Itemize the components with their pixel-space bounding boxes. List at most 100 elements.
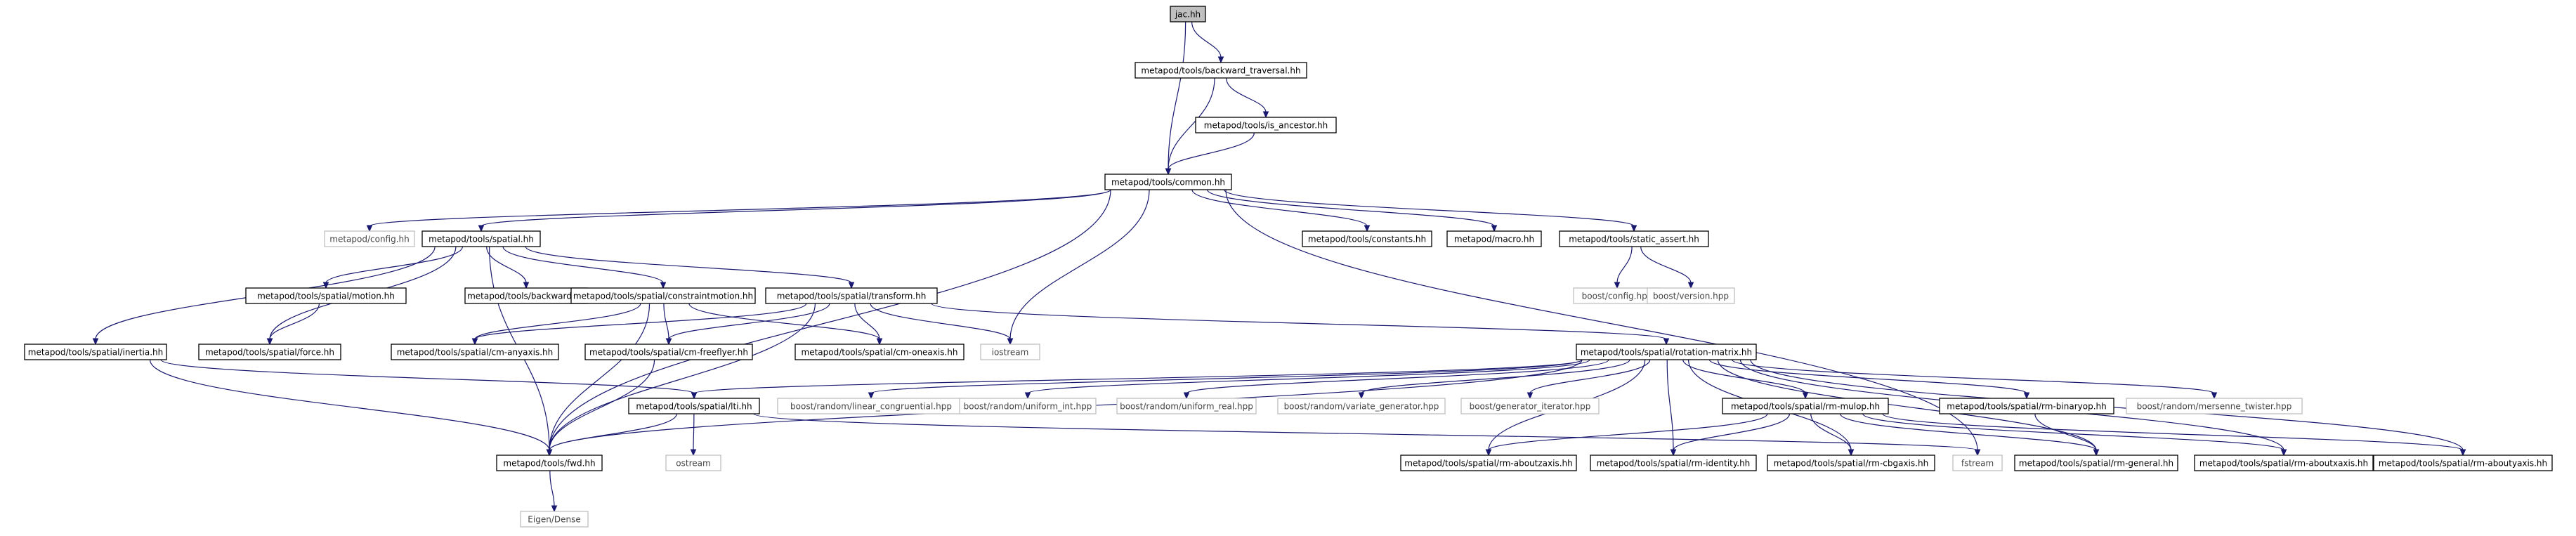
edge-common-to-constants [1191, 189, 1371, 233]
node-box [496, 455, 603, 471]
node-static-assert[interactable]: metapod/tools/static_assert.hh [1559, 230, 1709, 247]
edge-rm_mulop-to-rm_aboutzaxis [1485, 413, 1768, 457]
node-box [1952, 455, 2003, 471]
node-box [1647, 287, 1735, 304]
node-label: metapod/tools/spatial/cm-anyaxis.hh [397, 348, 554, 358]
node-label: fstream [1961, 459, 1994, 469]
node-macro[interactable]: metapod/macro.hh [1446, 230, 1542, 247]
node-label: metapod/tools/fwd.hh [503, 459, 595, 469]
node-label: boost/version.hpp [1653, 292, 1729, 301]
edge-static_assert-to-boost_config [1614, 246, 1633, 289]
edge-rm_mulop-to-rm_aboutxaxis [1862, 413, 2287, 457]
node-label: metapod/tools/spatial/inertia.hh [28, 348, 163, 358]
node-linear-congruential: boost/random/linear_congruential.hpp [777, 398, 965, 414]
edge-transform-to-cm_freeflyer [665, 303, 830, 346]
node-box [1400, 455, 1577, 471]
node-label: metapod/tools/spatial/transform.hh [777, 292, 927, 301]
node-label: metapod/macro.hh [1454, 235, 1534, 244]
node-label: boost/generator_iterator.hpp [1470, 402, 1591, 412]
node-box [1722, 398, 1889, 414]
edge-layer [92, 21, 2466, 513]
node-transform[interactable]: metapod/tools/spatial/transform.hh [765, 287, 938, 304]
node-inertia[interactable]: metapod/tools/spatial/inertia.hh [24, 344, 167, 360]
edge-rotation_matrix-to-variate_generator [1358, 359, 1630, 400]
node-label: metapod/tools/spatial/rm-aboutyaxis.hh [2379, 459, 2547, 469]
node-lti[interactable]: metapod/tools/spatial/lti.hh [628, 398, 760, 414]
node-box [245, 287, 407, 304]
edge-spatial-to-backward [486, 246, 530, 289]
node-force[interactable]: metapod/tools/spatial/force.hh [198, 344, 341, 360]
edge-constraintmotion-to-cm_oneaxis [688, 303, 883, 346]
edge-lti-to-fwd [546, 413, 677, 457]
node-rotation-matrix[interactable]: metapod/tools/spatial/rotation-matrix.hh [1576, 344, 1757, 360]
node-box [520, 511, 589, 528]
node-fwd[interactable]: metapod/tools/fwd.hh [496, 455, 603, 471]
node-box [198, 344, 341, 360]
edge-common-to-config [366, 189, 1111, 233]
edge-lti-to-ostream [690, 413, 697, 457]
node-box [421, 230, 541, 247]
node-mersenne-twister: boost/random/mersenne_twister.hpp [2126, 398, 2303, 414]
node-box [980, 344, 1040, 360]
node-variate-generator: boost/random/variate_generator.hpp [1277, 398, 1446, 414]
node-backward[interactable]: metapod/tools/backward.hh [464, 287, 588, 304]
node-box [795, 344, 965, 360]
node-rm-aboutxaxis[interactable]: metapod/tools/spatial/rm-aboutxaxis.hh [2194, 455, 2374, 471]
node-rm-aboutzaxis[interactable]: metapod/tools/spatial/rm-aboutzaxis.hh [1400, 455, 1577, 471]
node-common[interactable]: metapod/tools/common.hh [1104, 174, 1232, 190]
node-cm-anyaxis[interactable]: metapod/tools/spatial/cm-anyaxis.hh [391, 344, 559, 360]
node-box [1590, 455, 1757, 471]
node-label: metapod/tools/spatial/rm-aboutzaxis.hh [1404, 459, 1573, 469]
node-eigen-dense: Eigen/Dense [520, 511, 589, 528]
node-label: metapod/tools/spatial/rm-identity.hh [1597, 459, 1751, 469]
edge-static_assert-to-boost_version [1640, 246, 1694, 289]
node-generator-iterator: boost/generator_iterator.hpp [1460, 398, 1600, 414]
edge-backward_traversal-to-is_ancestor [1226, 77, 1269, 119]
node-label: metapod/tools/spatial/motion.hh [257, 292, 395, 301]
node-constants[interactable]: metapod/tools/constants.hh [1302, 230, 1432, 247]
node-label: ostream [676, 459, 710, 469]
edge-rm_mulop-to-rm_aboutyaxis [1882, 413, 2466, 457]
node-label: metapod/tools/spatial/force.hh [205, 348, 334, 358]
node-box [2373, 455, 2553, 471]
node-label: metapod/tools/spatial/cm-freeflyer.hh [589, 348, 748, 358]
node-spatial[interactable]: metapod/tools/spatial.hh [421, 230, 541, 247]
node-is-ancestor[interactable]: metapod/tools/is_ancestor.hh [1195, 117, 1337, 133]
edge-lti-to-fstream [753, 413, 1981, 457]
node-label: metapod/tools/is_ancestor.hh [1204, 121, 1328, 131]
node-label: boost/random/variate_generator.hpp [1284, 402, 1439, 412]
node-box [1104, 174, 1232, 190]
node-rm-binaryop[interactable]: metapod/tools/spatial/rm-binaryop.hh [1939, 398, 2114, 414]
node-label: metapod/config.hh [329, 235, 410, 244]
node-jac[interactable]: jac.hh [1170, 6, 1206, 22]
edge-rotation_matrix-to-lti [691, 359, 1583, 400]
edge-common-to-iostream [1007, 189, 1150, 346]
node-cm-freeflyer[interactable]: metapod/tools/spatial/cm-freeflyer.hh [584, 344, 753, 360]
node-rm-general[interactable]: metapod/tools/spatial/rm-general.hh [2014, 455, 2178, 471]
edge-rotation_matrix-to-uniform_real [1183, 359, 1609, 400]
edge-common-to-fstream [1225, 189, 1981, 457]
edge-transform-to-rotation_matrix [931, 303, 1670, 346]
node-rm-identity[interactable]: metapod/tools/spatial/rm-identity.hh [1590, 455, 1757, 471]
edge-transform-to-iostream [870, 303, 1014, 346]
edge-rm_mulop-to-rm_identity [1670, 413, 1791, 457]
node-label: metapod/tools/spatial/rm-cbgaxis.hh [1774, 459, 1928, 469]
node-box [1277, 398, 1446, 414]
node-box [1116, 398, 1257, 414]
node-box [665, 455, 721, 471]
node-backward-traversal[interactable]: metapod/tools/backward_traversal.hh [1135, 62, 1307, 79]
node-rm-cbgaxis[interactable]: metapod/tools/spatial/rm-cbgaxis.hh [1767, 455, 1935, 471]
node-cm-oneaxis[interactable]: metapod/tools/spatial/cm-oneaxis.hh [795, 344, 965, 360]
node-motion[interactable]: metapod/tools/spatial/motion.hh [245, 287, 407, 304]
node-boost-config: boost/config.hpp [1573, 287, 1661, 304]
node-box [1302, 230, 1432, 247]
edge-is_ancestor-to-common [1165, 132, 1255, 176]
node-label: metapod/tools/spatial/rm-aboutxaxis.hh [2199, 459, 2368, 469]
edge-rotation_matrix-to-generator_iterator [1526, 359, 1651, 400]
node-rm-aboutyaxis[interactable]: metapod/tools/spatial/rm-aboutyaxis.hh [2373, 455, 2553, 471]
node-rm-mulop[interactable]: metapod/tools/spatial/rm-mulop.hh [1722, 398, 1889, 414]
node-constraintmotion[interactable]: metapod/tools/spatial/constraintmotion.h… [570, 287, 756, 304]
node-label: metapod/tools/constants.hh [1308, 235, 1426, 244]
edge-transform-to-cm_oneaxis [854, 303, 883, 346]
